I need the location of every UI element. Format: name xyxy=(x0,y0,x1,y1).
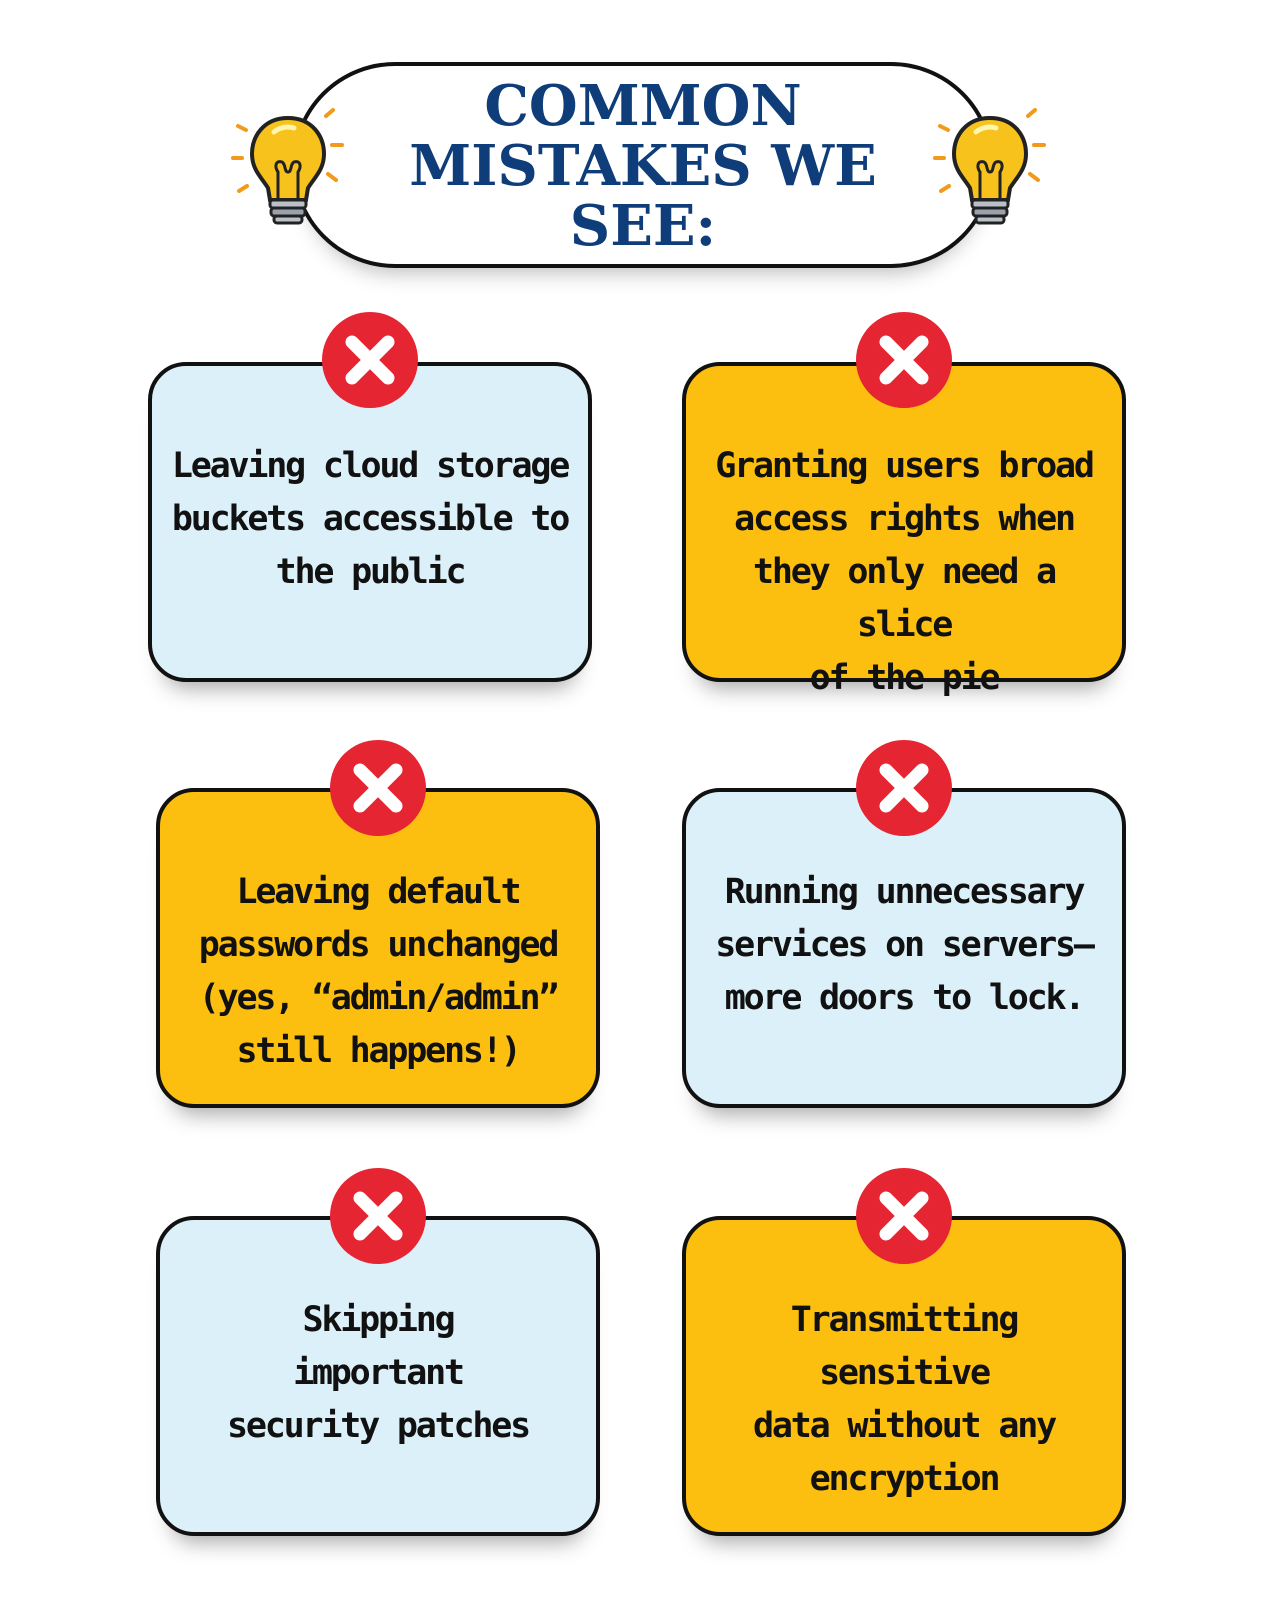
title-line: MISTAKES WE xyxy=(409,133,877,199)
mistake-card-5: Skipping important security patches xyxy=(156,1216,600,1536)
mistake-card-3: Leaving default passwords unchanged (yes… xyxy=(156,788,600,1108)
text-line: more doors to lock. xyxy=(724,978,1086,1018)
text-line: still happens!) xyxy=(236,1031,521,1071)
text-line: Leaving default xyxy=(236,872,521,912)
mistake-text: Transmitting sensitive data without any … xyxy=(700,1294,1108,1506)
mistake-text: Leaving default passwords unchanged (yes… xyxy=(174,866,582,1078)
text-line: the public xyxy=(275,552,467,592)
text-line: security patches xyxy=(227,1406,531,1446)
text-line: Leaving cloud storage xyxy=(171,446,571,486)
title-line: COMMON xyxy=(484,73,802,139)
text-line: Transmitting sensitive xyxy=(790,1300,1020,1393)
mistake-text: Skipping important security patches xyxy=(174,1294,582,1453)
red-x-icon xyxy=(328,1166,428,1266)
text-line: Granting users broad xyxy=(715,446,1095,486)
title-banner xyxy=(292,62,994,268)
red-x-icon xyxy=(854,1166,954,1266)
lightbulb-icon xyxy=(932,100,1052,230)
mistake-card-2: Granting users broad access rights when … xyxy=(682,362,1126,698)
text-line: data without any xyxy=(753,1406,1057,1446)
mistake-card-4: Running unnecessary services on servers—… xyxy=(682,788,1126,1108)
text-line: Running unnecessary xyxy=(724,872,1086,912)
mistake-text: Granting users broad access rights when … xyxy=(700,440,1108,705)
text-line: services on servers— xyxy=(715,925,1095,965)
text-line: encryption xyxy=(809,1459,1001,1499)
mistake-card-1: Leaving cloud storage buckets accessible… xyxy=(148,362,592,682)
text-line: important xyxy=(293,1353,465,1393)
text-line: they only need a slice xyxy=(753,552,1057,645)
text-line: buckets accessible to xyxy=(171,499,571,539)
red-x-icon xyxy=(320,310,420,410)
text-line: access rights when xyxy=(734,499,1076,539)
text-line: (yes, “admin/admin” xyxy=(198,978,560,1018)
red-x-icon xyxy=(854,738,954,838)
text-line: Skipping xyxy=(302,1300,456,1340)
text-line: of the pie xyxy=(809,658,1001,698)
red-x-icon xyxy=(328,738,428,838)
mistake-text: Leaving cloud storage buckets accessible… xyxy=(166,440,574,599)
page-title: COMMON MISTAKES WE SEE: xyxy=(292,76,994,256)
mistake-card-6: Transmitting sensitive data without any … xyxy=(682,1216,1126,1536)
title-line: SEE: xyxy=(569,193,717,259)
red-x-icon xyxy=(854,310,954,410)
mistake-text: Running unnecessary services on servers—… xyxy=(700,866,1108,1025)
lightbulb-icon xyxy=(230,100,350,230)
text-line: passwords unchanged xyxy=(198,925,560,965)
